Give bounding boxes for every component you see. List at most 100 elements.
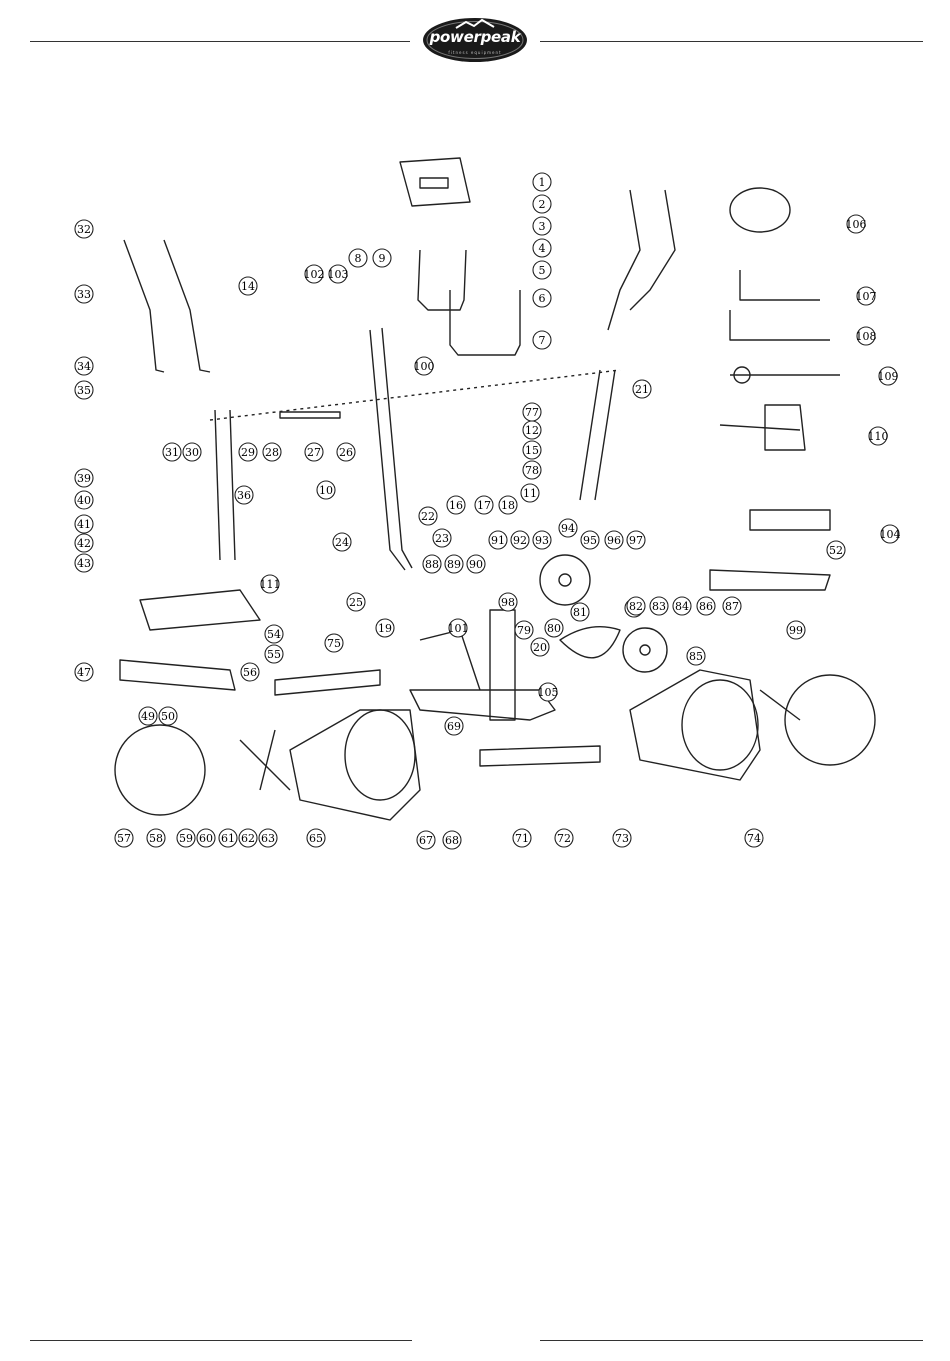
part-callout-26: 26: [336, 442, 356, 462]
handlebar-shape: [417, 249, 467, 311]
callout-number: 102: [304, 268, 325, 281]
part-callout-14: 14: [238, 276, 258, 296]
header-rule-left: [30, 41, 410, 42]
callout-circle: [375, 618, 395, 638]
callout-number: 42: [77, 537, 91, 550]
part-callout-5: 5: [532, 260, 552, 280]
part-callout-93: 93: [532, 530, 552, 550]
callout-circle: [432, 528, 452, 548]
callout-circle: [474, 495, 494, 515]
callout-circle: [448, 618, 468, 638]
callout-number: 90: [469, 558, 483, 571]
part-callout-107: 107: [856, 286, 877, 306]
part-callout-85: 85: [686, 646, 706, 666]
callout-circle: [530, 637, 550, 657]
callout-number: 34: [77, 360, 91, 373]
left-pedal-arm-shape: [119, 659, 236, 691]
console-shape: [399, 157, 471, 207]
callout-number: 15: [525, 444, 539, 457]
callout-circle: [218, 828, 238, 848]
part-callout-108: 108: [856, 326, 877, 346]
callout-number: 92: [513, 534, 527, 547]
part-callout-73: 73: [612, 828, 632, 848]
callout-circle: [238, 442, 258, 462]
callout-number: 74: [747, 832, 761, 845]
callout-circle: [538, 682, 558, 702]
callout-circle: [304, 264, 324, 284]
part-callout-81: 81: [570, 602, 590, 622]
part-callout-60: 60: [196, 828, 216, 848]
part-callout-74: 74: [744, 828, 764, 848]
callout-number: 88: [425, 558, 439, 571]
part-callout-9: 9: [372, 248, 392, 268]
callout-number: 58: [149, 832, 163, 845]
part-callout-25: 25: [346, 592, 366, 612]
right-pedal-shape: [749, 509, 831, 531]
callout-circle: [532, 216, 552, 236]
part-callout-105: 105: [538, 682, 559, 702]
part-callout-101: 101: [448, 618, 469, 638]
part-callout-47: 47: [74, 662, 94, 682]
callout-circle: [260, 574, 280, 594]
part-callout-86: 86: [696, 596, 716, 616]
callout-number: 96: [607, 534, 621, 547]
callout-circle: [520, 483, 540, 503]
callout-circle: [74, 468, 94, 488]
callout-number: 41: [77, 518, 91, 531]
upright-post-edge-shape: [381, 327, 413, 569]
left-crank-shape: [239, 739, 291, 791]
callout-number: 63: [261, 832, 275, 845]
callout-circle: [532, 194, 552, 214]
part-callout-19: 19: [375, 618, 395, 638]
part-callout-49: 49: [138, 706, 158, 726]
callout-circle: [544, 618, 564, 638]
left-swing-arm-shape: [214, 409, 221, 561]
callout-number: 80: [547, 622, 561, 635]
part-callout-27: 27: [304, 442, 324, 462]
part-callout-56: 56: [240, 662, 260, 682]
left-crank-2-shape: [259, 729, 276, 791]
callout-number: 73: [615, 832, 629, 845]
callout-circle: [348, 248, 368, 268]
part-callout-88: 88: [422, 554, 442, 574]
callout-circle: [580, 530, 600, 550]
callout-circle: [558, 518, 578, 538]
callout-number: 107: [856, 290, 877, 303]
part-callout-24: 24: [332, 532, 352, 552]
callout-number: 81: [573, 606, 587, 619]
callout-circle: [74, 380, 94, 400]
callout-number: 25: [349, 596, 363, 609]
part-callout-21: 21: [632, 379, 652, 399]
callout-circle: [532, 288, 552, 308]
callout-circle: [74, 284, 94, 304]
callout-circle: [532, 330, 552, 350]
callout-number: 33: [77, 288, 91, 301]
part-callout-59: 59: [176, 828, 196, 848]
callout-circle: [114, 828, 134, 848]
part-callout-31: 31: [162, 442, 182, 462]
callout-number: 17: [477, 499, 491, 512]
part-callout-20: 20: [530, 637, 550, 657]
callout-number: 55: [267, 648, 281, 661]
callout-number: 68: [445, 834, 459, 847]
allen-key-2-shape: [729, 310, 830, 341]
footer-rule-left: [30, 1340, 412, 1341]
part-callout-104: 104: [880, 524, 901, 544]
callout-circle: [346, 592, 366, 612]
callout-circle: [304, 442, 324, 462]
part-callout-89: 89: [444, 554, 464, 574]
callout-circle: [466, 554, 486, 574]
wrench-head-shape: [733, 366, 751, 384]
callout-circle: [234, 485, 254, 505]
part-callout-4: 4: [532, 238, 552, 258]
callout-circle: [444, 716, 464, 736]
pulse-handlebar-shape: [449, 290, 521, 356]
callout-number: 23: [435, 532, 449, 545]
part-callout-71: 71: [512, 828, 532, 848]
part-callout-18: 18: [498, 495, 518, 515]
callout-circle: [856, 326, 876, 346]
allen-key-1-shape: [739, 270, 820, 301]
part-callout-72: 72: [554, 828, 574, 848]
callout-circle: [522, 402, 542, 422]
part-callout-103: 103: [328, 264, 349, 284]
